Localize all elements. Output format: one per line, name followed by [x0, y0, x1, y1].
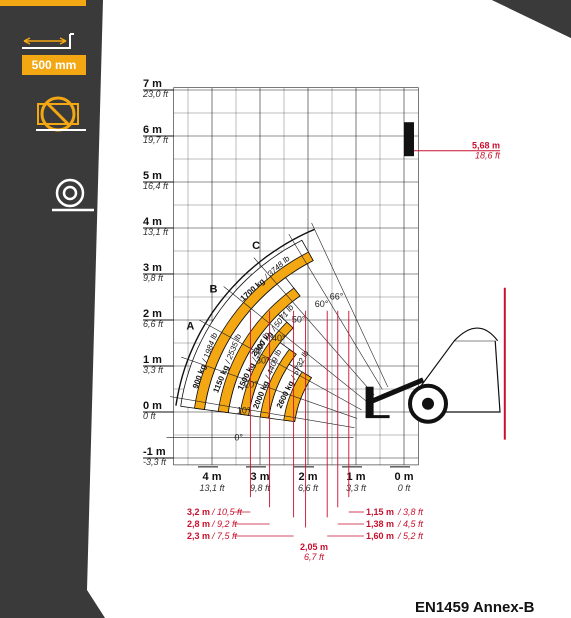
angle-ray — [311, 222, 389, 387]
x-tick-label-ft: 13,1 ft — [199, 483, 225, 493]
zone-900 — [194, 251, 314, 410]
sidebar-top-accent — [0, 0, 86, 6]
reach-marker-m: 2,3 m — [187, 531, 210, 541]
angle-label: 0° — [234, 432, 243, 442]
reach-marker-ft: / 4,5 ft — [397, 519, 424, 529]
max-height-ft: 18,6 ft — [475, 151, 501, 161]
fork-extension-value: 500 mm — [32, 58, 77, 72]
y-tick-label-m: 6 m — [143, 124, 162, 136]
angle-label: 40° — [272, 333, 286, 343]
telehandler-machine — [365, 122, 506, 440]
angle-label: 10° — [237, 406, 251, 416]
curve-label-c: C — [252, 240, 260, 252]
angle-label: 20° — [244, 380, 258, 390]
x-tick-label-ft: 6,6 ft — [298, 483, 319, 493]
chart-panel — [87, 0, 571, 590]
x-tick-label-m: 1 m — [347, 471, 366, 483]
max-height-m: 5,68 m — [472, 141, 500, 151]
y-tick-label-ft: 6,6 ft — [143, 319, 164, 329]
y-tick-label-ft: 16,4 ft — [143, 181, 169, 191]
reach-marker-ft: / 9,2 ft — [211, 519, 238, 529]
angle-ray — [288, 233, 383, 390]
angle-label: 30° — [256, 355, 270, 365]
zone-1500 — [239, 321, 294, 416]
angle-ray — [223, 286, 368, 403]
machine-carriage — [365, 386, 374, 417]
machine-boom — [367, 377, 425, 406]
angle-ray — [199, 319, 362, 410]
x-tick-label-m: 2 m — [299, 471, 318, 483]
x-tick-label-m: 0 m — [395, 471, 414, 483]
panel-bottom-strip — [87, 590, 571, 618]
top-carriage — [404, 122, 414, 157]
reach-marker-ft: / 7,5 ft — [211, 531, 238, 541]
machine-wheel-hub — [422, 397, 434, 410]
y-tick-label-ft: 13,1 ft — [143, 227, 169, 237]
angle-label: 50° — [292, 314, 306, 324]
y-tick-label-ft: 9,8 ft — [143, 273, 164, 283]
reach-marker-ft: / 3,8 ft — [397, 507, 424, 517]
angle-label: 60° — [315, 299, 329, 309]
sidebar: 500 mm — [0, 0, 94, 212]
grid-frame — [173, 87, 419, 466]
x-tick-label-ft: 9,8 ft — [250, 483, 271, 493]
reach-marker-m: 2,05 m — [300, 542, 328, 552]
angle-ray — [170, 396, 355, 429]
right-dark-edge — [492, 0, 571, 38]
no-outriggers-icon — [36, 96, 86, 132]
reach-marker-m: 3,2 m — [187, 507, 210, 517]
y-tick-label-m: 7 m — [143, 78, 162, 90]
reach-marker-m: 2,8 m — [187, 519, 210, 529]
y-tick-label-m: 2 m — [143, 308, 162, 320]
y-tick-label-ft: -3,3 ft — [143, 457, 167, 467]
y-tick-label-m: 4 m — [143, 216, 162, 228]
y-tick-label-ft: 0 ft — [143, 411, 156, 421]
curve-label-b: B — [209, 284, 217, 296]
y-tick-label-ft: 3,3 ft — [143, 365, 164, 375]
standard-label: EN1459 Annex-B — [415, 599, 535, 616]
reach-marker-m: 1,15 m — [366, 507, 394, 517]
angle-label: 66° — [330, 292, 344, 302]
reach-marker-ft: / 5,2 ft — [397, 531, 424, 541]
x-tick-label-m: 4 m — [203, 471, 222, 483]
angle-ray — [181, 356, 358, 419]
y-tick-label-m: 1 m — [143, 354, 162, 366]
angle-ray — [253, 257, 375, 396]
reach-marker-ft: / 10,5 ft — [211, 507, 243, 517]
curve-label-a: A — [186, 320, 194, 332]
outer-limit-arc — [175, 228, 315, 406]
x-tick-label-ft: 0 ft — [398, 483, 411, 493]
load-chart: 7 m23,0 ft6 m19,7 ft5 m16,4 ft4 m13,1 ft… — [142, 78, 506, 562]
y-tick-label-m: -1 m — [143, 446, 166, 458]
reach-marker-ft: 6,7 ft — [304, 552, 325, 562]
zone-2600 — [283, 371, 313, 423]
x-tick-label-ft: 3,3 ft — [346, 483, 367, 493]
fork-extension-badge — [22, 55, 86, 75]
machine-cab — [453, 327, 499, 342]
x-tick-label-m: 3 m — [251, 471, 270, 483]
tyres-icon — [52, 178, 94, 212]
y-tick-label-m: 3 m — [143, 262, 162, 274]
y-tick-label-ft: 23,0 ft — [142, 89, 169, 99]
y-tick-label-m: 5 m — [143, 170, 162, 182]
reach-marker-m: 1,60 m — [366, 531, 394, 541]
fork-extension-icon — [22, 33, 74, 49]
y-tick-label-m: 0 m — [143, 400, 162, 412]
reach-marker-m: 1,38 m — [366, 519, 394, 529]
y-tick-label-ft: 19,7 ft — [143, 135, 169, 145]
